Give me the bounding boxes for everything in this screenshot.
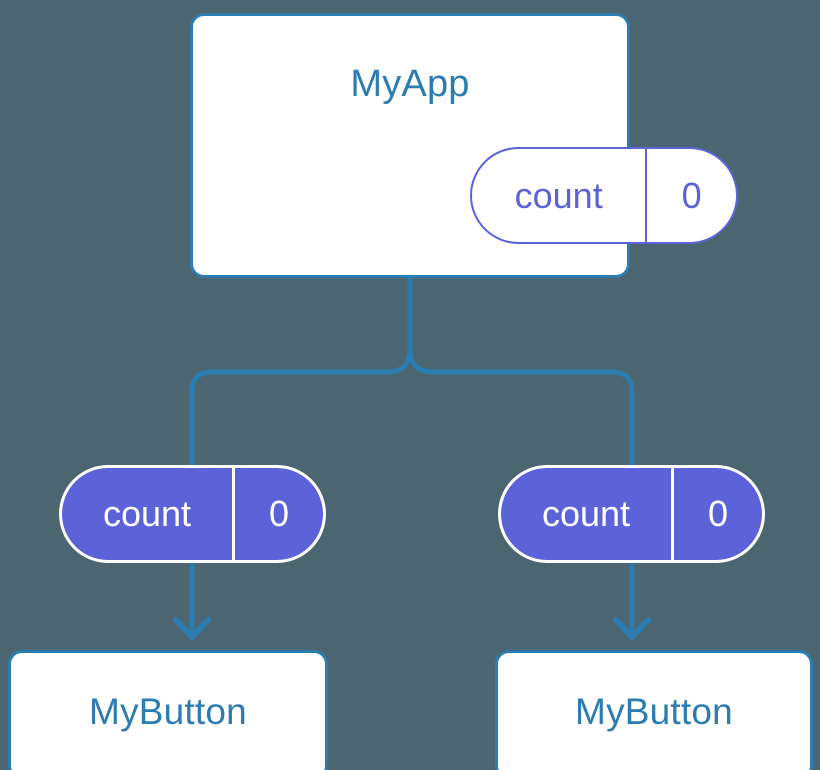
app-node[interactable]: MyApp count 0 — [190, 13, 738, 278]
arrowhead-left — [173, 617, 211, 640]
button-node-right[interactable]: MyButton — [495, 650, 813, 770]
button-node-left-label: MyButton — [89, 691, 247, 732]
arrowhead-right — [613, 617, 651, 640]
child-right-state-pill[interactable]: count 0 — [498, 465, 765, 563]
app-state-value: 0 — [681, 174, 702, 216]
app-state-key: count — [472, 149, 648, 242]
button-node-right-label: MyButton — [575, 691, 733, 732]
child-left-state-pill[interactable]: count 0 — [59, 465, 326, 563]
child-right-state-key: count — [501, 468, 675, 560]
child-left-state-value: 0 — [269, 493, 290, 534]
app-node-label: MyApp — [350, 63, 470, 105]
edge-split-left-branch — [189, 345, 413, 469]
child-right-state-value: 0 — [708, 493, 729, 534]
app-state-pill[interactable]: count 0 — [470, 147, 738, 244]
button-node-left[interactable]: MyButton — [8, 650, 328, 770]
edge-split-right-branch — [407, 345, 635, 469]
child-left-state-key: count — [62, 468, 236, 560]
